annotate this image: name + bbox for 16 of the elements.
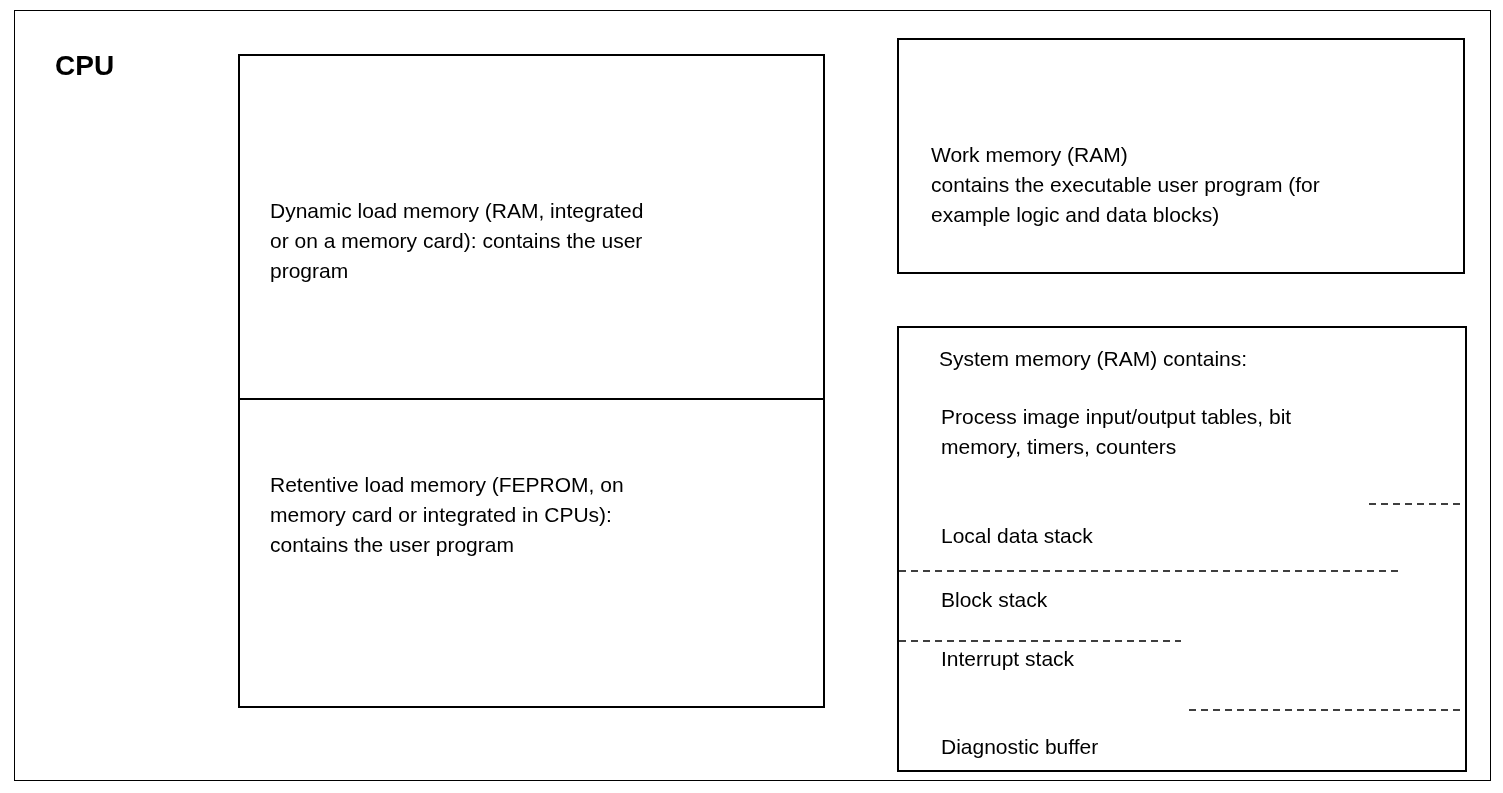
- box-text: Local data stack: [941, 523, 1094, 549]
- memory-box: [897, 38, 1465, 274]
- box-text: Work memory (RAM): [931, 142, 1129, 168]
- box-text: Block stack: [941, 587, 1049, 613]
- memory-box: [897, 326, 1467, 772]
- box-text: Interrupt stack: [941, 646, 1076, 672]
- memory-box: [238, 398, 825, 708]
- box-text: Process image input/output tables, bit memory, timers, counters: [941, 404, 1293, 460]
- box-title: CPU: [55, 51, 115, 81]
- box-text: contains the executable user program (for example logic and data blocks): [931, 172, 1321, 228]
- box-text: System memory (RAM) contains:: [939, 346, 1249, 372]
- box-text: Dynamic load memory (RAM, integrated or on a memory card): contains the user program: [270, 198, 645, 284]
- cpu-box: [14, 10, 1491, 781]
- box-text: Diagnostic buffer: [941, 734, 1100, 760]
- memory-box: [238, 54, 825, 400]
- box-text: Retentive load memory (FEPROM, on memory card or integrated in CPUs): contains the user program: [270, 472, 625, 558]
